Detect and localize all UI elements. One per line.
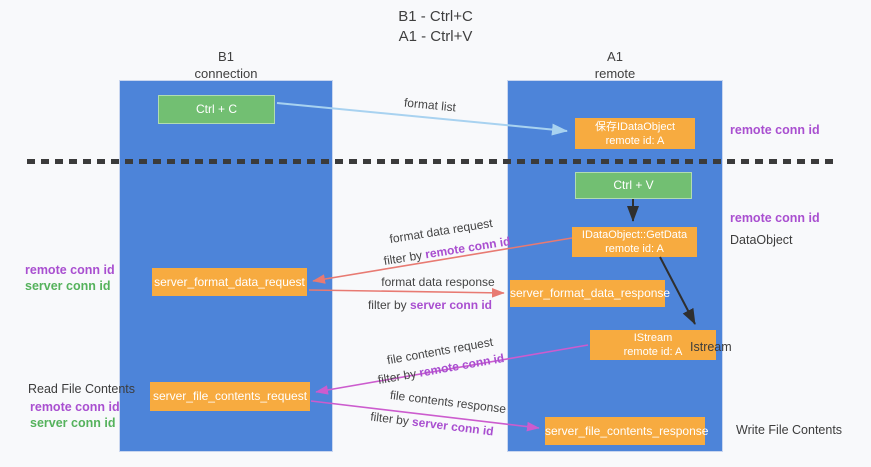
server-format-data-response-label: server_format_data_response	[510, 286, 671, 300]
title-line-1: B1 - Ctrl+C	[398, 8, 473, 25]
right-column-name: A1	[607, 49, 623, 64]
dashed-separator-line	[27, 159, 838, 164]
idataobject-getdata-box: IDataObject::GetData remote id: A	[572, 227, 697, 257]
getdata-line1: IDataObject::GetData	[581, 229, 688, 241]
filter-by-text: filter by	[369, 409, 413, 429]
right-column-subtitle: remote	[594, 66, 636, 81]
save-idataobject-line1: 保存IDataObject	[594, 121, 676, 133]
ctrl-c-label: Ctrl + C	[195, 102, 237, 116]
read-file-contents-label: Read File Contents	[28, 382, 136, 396]
istream-box: IStream remote id: A	[590, 330, 716, 360]
server-conn-id-text: server conn id	[409, 298, 493, 312]
format-data-response-label: format data response	[381, 275, 495, 289]
format-data-response-arrow	[308, 288, 505, 298]
diagram-title: B1 - Ctrl+C A1 - Ctrl+V	[0, 7, 871, 47]
server-conn-id-label-left-2: server conn id	[30, 416, 116, 430]
server-format-data-request-label: server_format_data_request	[154, 275, 305, 289]
remote-conn-id-label-top-right: remote conn id	[730, 123, 820, 137]
filter-by-server-conn-id-label-1: filter by server conn id	[355, 298, 505, 312]
filter-by-text: filter by	[382, 247, 427, 268]
server-conn-id-text: server conn id	[411, 414, 495, 439]
left-column-subtitle: connection	[194, 66, 258, 81]
remote-conn-id-label-left-2: remote conn id	[30, 400, 120, 414]
server-conn-id-label-left-1: server conn id	[25, 279, 111, 293]
left-column-name: B1	[218, 49, 234, 64]
istream-line1: IStream	[633, 332, 673, 344]
title-line-2: A1 - Ctrl+V	[398, 28, 473, 45]
remote-conn-id-label-mid-right: remote conn id	[730, 211, 820, 225]
dataobject-label: DataObject	[730, 233, 793, 247]
istream-side-label: Istream	[690, 340, 732, 354]
save-idataobject-box: 保存IDataObject remote id: A	[575, 118, 695, 149]
server-file-contents-response-box: server_file_contents_response	[545, 417, 709, 445]
filter-by-text: filter by	[367, 298, 410, 312]
server-file-contents-response-label: server_file_contents_response	[545, 424, 709, 438]
remote-conn-id-label-left-1: remote conn id	[25, 263, 115, 277]
write-file-contents-label: Write File Contents	[736, 423, 843, 437]
ctrl-v-box: Ctrl + V	[575, 172, 692, 199]
right-column-header: A1 remote	[507, 48, 723, 82]
save-idataobject-line2: remote id: A	[605, 135, 665, 147]
format-list-label: format list	[403, 95, 457, 115]
server-format-data-request-box: server_format_data_request	[152, 268, 307, 296]
filter-by-text: filter by	[376, 365, 421, 388]
server-format-data-response-box: server_format_data_response	[510, 280, 670, 307]
istream-line2: remote id: A	[623, 346, 683, 358]
ctrl-c-box: Ctrl + C	[158, 95, 275, 124]
server-file-contents-request-label: server_file_contents_request	[152, 389, 308, 403]
ctrl-v-label: Ctrl + V	[613, 178, 654, 192]
left-column-header: B1 connection	[119, 48, 333, 82]
getdata-line2: remote id: A	[605, 243, 664, 255]
server-file-contents-request-box: server_file_contents_request	[150, 382, 310, 411]
